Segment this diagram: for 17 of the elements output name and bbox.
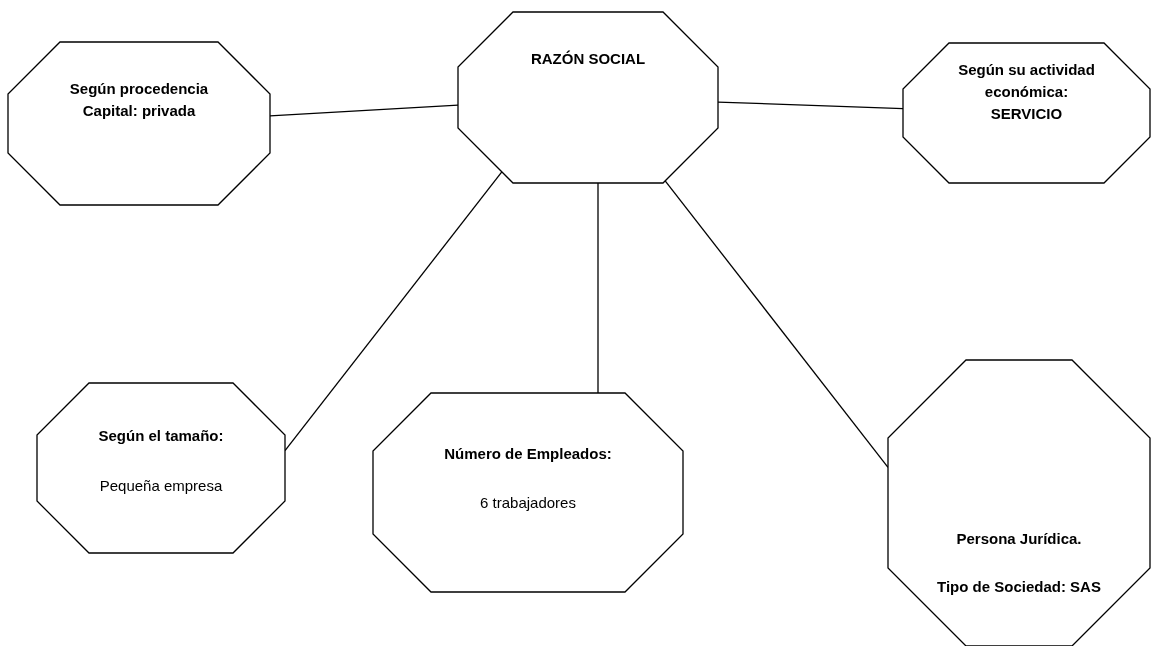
node-text: Pequeña empresa [98,476,224,496]
octagon-node [8,42,270,205]
node-heading: Según procedencia Capital: privada [68,79,210,121]
connector-line [597,182,599,394]
node-heading: Según su actividad económica: SERVICIO [957,60,1096,124]
node-heading: Persona Jurídica. [955,529,1083,549]
node-heading: Número de Empleados: [443,444,613,464]
octagon-node [888,360,1150,646]
octagon-node [903,43,1150,183]
octagon-node [458,12,718,183]
connector-line [664,180,889,469]
octagon-node [373,393,683,592]
node-text: 6 trabajadores [479,493,577,513]
octagon-node [37,383,285,553]
node-text: Tipo de Sociedad: SAS [936,577,1102,597]
node-heading: RAZÓN SOCIAL [529,49,647,69]
node-heading: Según el tamaño: [97,426,225,446]
